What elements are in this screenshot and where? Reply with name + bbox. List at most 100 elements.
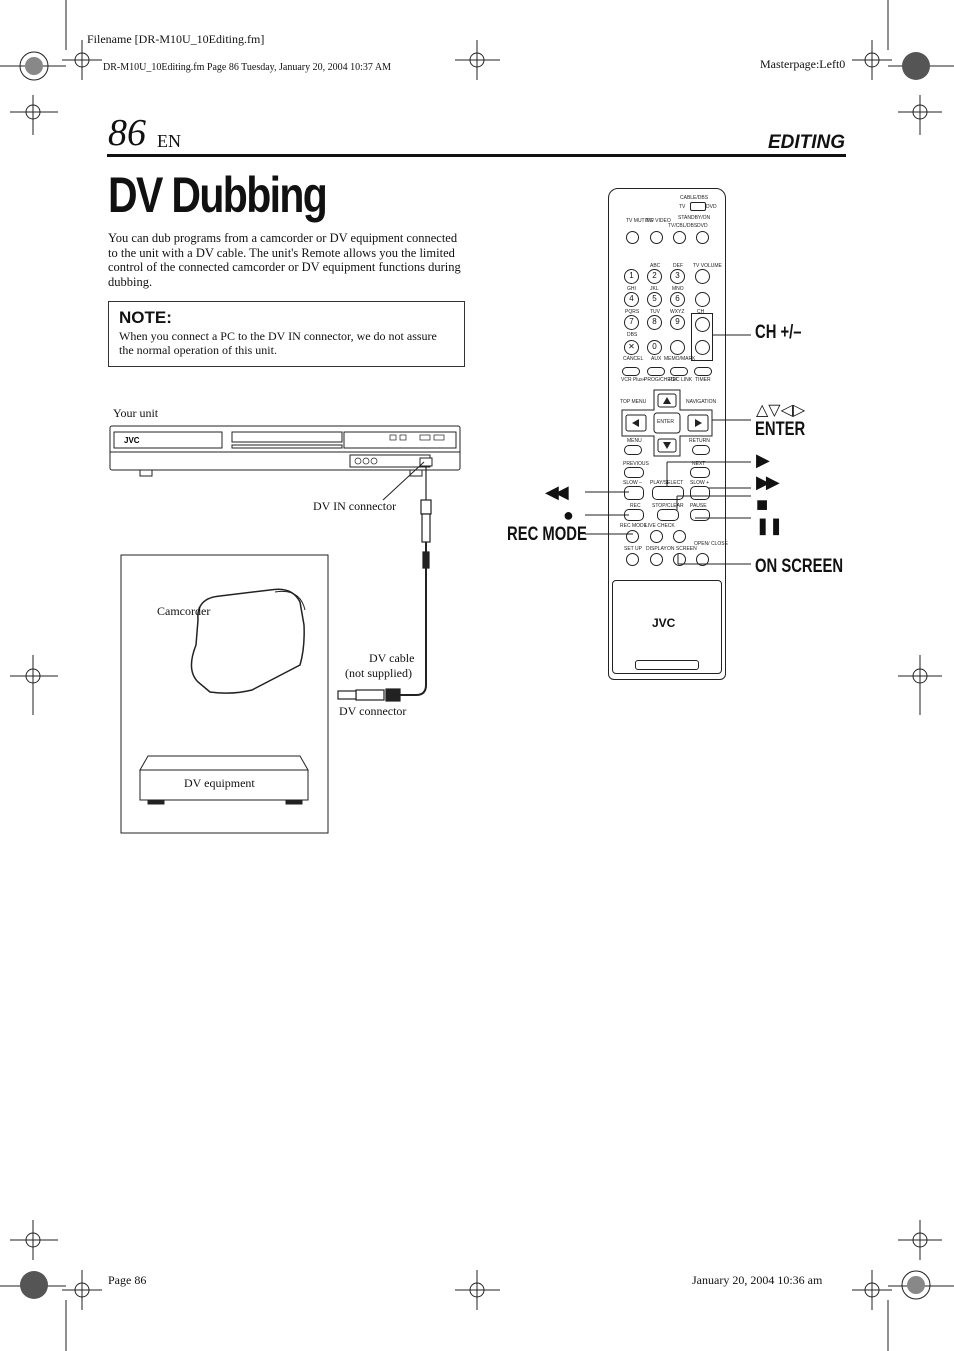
label-menu: MENU — [627, 438, 642, 444]
label-jkl: JKL — [650, 286, 659, 292]
label-stop-clear: STOP/CLEAR — [652, 503, 684, 509]
ch-rocker-frame — [691, 313, 713, 361]
digit-1-button[interactable]: 1 — [624, 269, 639, 284]
volume-down-button[interactable] — [695, 292, 710, 307]
label-live-check: LIVE CHECK — [645, 523, 675, 529]
unit-brand: JVC — [124, 436, 140, 445]
remote-lower-panel — [612, 580, 722, 674]
callout-arrows: △▽◁▷ — [756, 402, 806, 419]
set-up-button[interactable] — [626, 553, 639, 566]
digit-2-button[interactable]: 2 — [647, 269, 662, 284]
dv-connector-label: DV connector — [339, 704, 407, 718]
label-aux: AUX — [651, 356, 662, 362]
play-button[interactable] — [652, 486, 684, 500]
page-number: 86 — [108, 112, 146, 154]
cancel-button[interactable]: ✕ — [624, 340, 639, 355]
volume-up-button[interactable] — [695, 269, 710, 284]
label-tv-muting: TV MUTING — [626, 218, 654, 224]
open-close-button[interactable] — [696, 553, 709, 566]
callout-lines — [585, 334, 751, 565]
nav-pad — [621, 389, 713, 457]
digit-7-button[interactable]: 7 — [624, 315, 639, 330]
digit-6-button[interactable]: 6 — [670, 292, 685, 307]
label-on-screen: ON SCREEN — [667, 546, 697, 552]
next-button[interactable] — [690, 467, 710, 478]
label-abc: ABC — [650, 263, 661, 269]
label-pqrs: PQRS — [625, 309, 640, 315]
dv-equipment-label: DV equipment — [184, 776, 255, 790]
label-rec-link: REC LINK — [669, 377, 693, 383]
timer-button[interactable] — [694, 367, 712, 376]
tv-muting-button[interactable] — [626, 231, 639, 244]
label-dbs: DBS — [627, 332, 638, 338]
tv-video-button[interactable] — [650, 231, 663, 244]
mode-switch[interactable] — [690, 202, 706, 211]
filename-header: Filename [DR-M10U_10Editing.fm] — [87, 32, 265, 46]
digit-9-button[interactable]: 9 — [670, 315, 685, 330]
callout-on-screen: ON SCREEN — [755, 556, 844, 577]
previous-button[interactable] — [624, 467, 644, 478]
label-wxyz: WXYZ — [670, 309, 685, 315]
display-button[interactable] — [650, 553, 663, 566]
label-rec-mode: REC MODE — [620, 523, 647, 529]
label-dvd-btn: DVD — [697, 223, 708, 229]
footer-date: January 20, 2004 10:36 am — [692, 1273, 823, 1287]
live-check-button[interactable] — [650, 530, 663, 543]
label-cancel: CANCEL — [623, 356, 644, 362]
remote-brand: JVC — [652, 616, 676, 630]
label-def: DEF — [673, 263, 683, 269]
label-tv: TV — [679, 204, 686, 210]
menu-button[interactable] — [624, 445, 642, 455]
label-slow-minus: SLOW – — [623, 480, 642, 486]
label-rec: REC — [630, 503, 641, 509]
label-return: RETURN — [689, 438, 710, 444]
camcorder-label: Camcorder — [157, 604, 211, 618]
label-set-up: SET UP — [624, 546, 642, 552]
label-memo-mark: MEMO/MARK — [664, 356, 696, 362]
label-tuv: TUV — [650, 309, 660, 315]
note-heading: NOTE: — [119, 308, 172, 327]
rec-mode-button[interactable] — [626, 530, 639, 543]
enter-button[interactable]: ENTER — [657, 419, 674, 425]
ch-up-button[interactable] — [695, 317, 710, 332]
callout-pause: ❚❚ — [756, 518, 783, 535]
stop-button[interactable] — [657, 509, 679, 521]
label-cable-dbs: CABLE/DBS — [680, 195, 709, 201]
label-progcheck: PROG/CHECK — [644, 377, 678, 383]
digit-0-button[interactable]: 0 — [647, 340, 662, 355]
footer-page: Page 86 — [108, 1273, 147, 1287]
on-screen-button[interactable] — [673, 553, 686, 566]
digit-8-button[interactable]: 8 — [647, 315, 662, 330]
label-display: DISPLAY — [646, 546, 667, 552]
callout-stop: ■ — [756, 494, 769, 516]
return-button[interactable] — [692, 445, 710, 455]
dvd-power-button[interactable] — [696, 231, 709, 244]
callout-enter: ENTER — [755, 419, 806, 440]
remote-sensor — [635, 660, 699, 670]
callout-ch: CH +/– — [755, 322, 802, 343]
masterpage-header: Masterpage:Left0 — [760, 57, 846, 71]
note-text: When you connect a PC to the DV IN conne… — [119, 329, 437, 357]
digit-3-button[interactable]: 3 — [670, 269, 685, 284]
progcheck-button[interactable] — [647, 367, 665, 376]
label-timer: TIMER — [695, 377, 711, 383]
label-vcr-plus: VCR Plus+ — [621, 377, 646, 383]
rewind-button[interactable] — [624, 486, 644, 500]
digit-4-button[interactable]: 4 — [624, 292, 639, 307]
label-slow-plus: SLOW + — [690, 480, 710, 486]
back-button[interactable] — [673, 530, 686, 543]
ch-down-button[interactable] — [695, 340, 710, 355]
label-tv-volume: TV VOLUME — [693, 263, 722, 269]
connection-diagram: JVC — [109, 425, 461, 834]
rec-link-button[interactable] — [670, 367, 688, 376]
page-lang: EN — [157, 131, 181, 151]
callout-rec-mode: REC MODE — [507, 524, 587, 545]
dv-in-connector-label: DV IN connector — [313, 499, 397, 513]
tv-cbl-dbs-button[interactable] — [673, 231, 686, 244]
memo-mark-button[interactable] — [670, 340, 685, 355]
digit-5-button[interactable]: 5 — [647, 292, 662, 307]
vcr-plus-button[interactable] — [622, 367, 640, 376]
your-unit-label: Your unit — [113, 406, 159, 420]
callout-play: ▶ — [756, 450, 770, 470]
